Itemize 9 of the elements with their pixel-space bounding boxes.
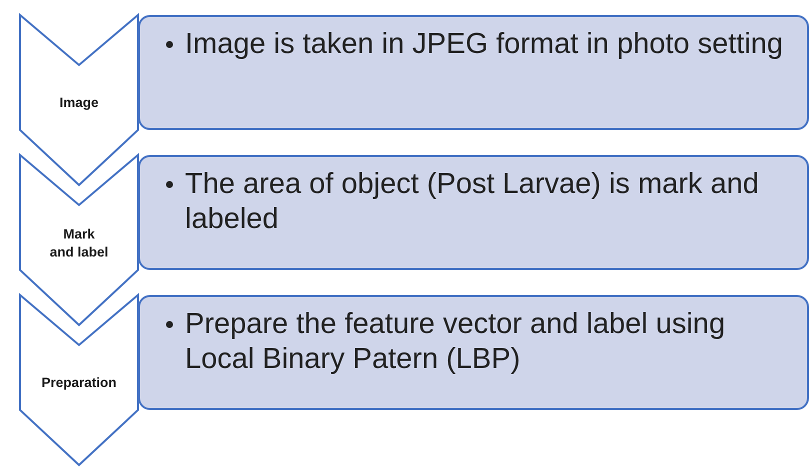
bullet-text: Image is taken in JPEG format in photo setting — [185, 27, 784, 62]
text-panel — [138, 15, 809, 130]
text-panel — [138, 295, 809, 410]
bullet-text: The area of object (Post Larvae) is mark and labeled — [185, 167, 760, 238]
bullet-text: Prepare the feature vector and label using Local Binary Patern (LBP) — [185, 307, 726, 378]
step-label: Mark and label — [50, 225, 108, 261]
step-label: Preparation — [41, 374, 117, 392]
step-label: Image — [59, 94, 99, 112]
text-panel — [138, 155, 809, 270]
